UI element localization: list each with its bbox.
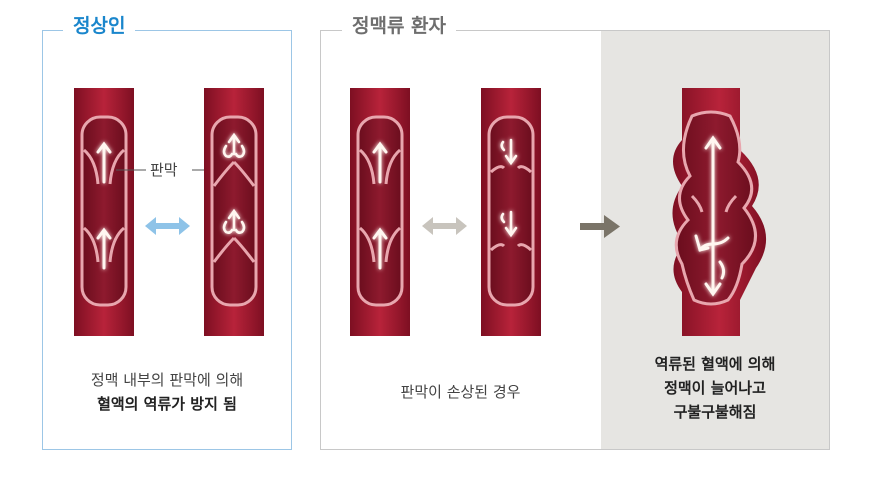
normal-vein-closed xyxy=(204,88,264,336)
normal-caption-line1: 정맥 내부의 판막에 의해 xyxy=(90,371,244,389)
patient-panel xyxy=(320,30,830,450)
varicose-caption-line2: 정맥이 늘어나고 xyxy=(664,379,766,397)
progress-arrow xyxy=(580,215,620,238)
normal-vein-open xyxy=(74,88,134,336)
swap-arrow-normal xyxy=(145,217,190,235)
valve-label: 판막 xyxy=(150,161,178,179)
damaged-caption: 판막이 손상된 경우 xyxy=(400,383,521,401)
normal-panel xyxy=(42,30,292,450)
varicose-vein xyxy=(672,88,767,336)
swap-arrow-damaged xyxy=(422,217,467,235)
normal-panel-title: 정상인 xyxy=(63,14,136,38)
patient-vein-open xyxy=(350,88,410,336)
normal-caption: 정맥 내부의 판막에 의해 혈액의 역류가 방지 됨 xyxy=(42,368,292,416)
patient-panel-title: 정맥류 환자 xyxy=(342,14,457,38)
varicose-caption-line1: 역류된 혈액에 의해 xyxy=(654,355,776,373)
varicose-caption: 역류된 혈액에 의해 정맥이 늘어나고 구불구불해짐 xyxy=(601,352,829,424)
varicose-caption-line3: 구불구불해짐 xyxy=(673,403,757,421)
normal-caption-line2: 혈액의 역류가 방지 됨 xyxy=(97,395,237,413)
patient-vein-damaged xyxy=(481,88,541,336)
